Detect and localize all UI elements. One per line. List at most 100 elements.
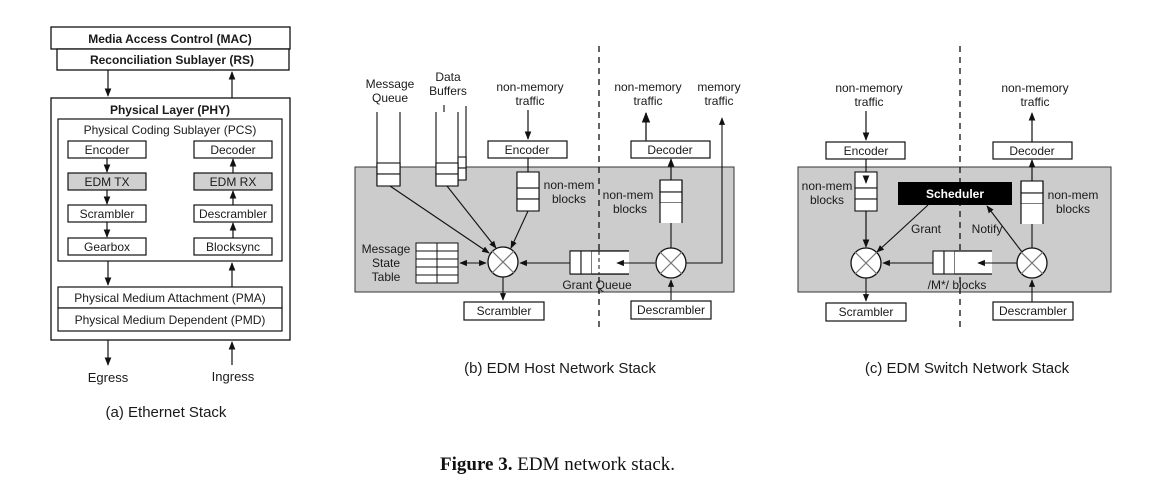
state-table-cell — [436, 266, 459, 276]
descrambler-box — [630, 300, 712, 320]
rx-mem-traffic-label-2: traffic — [704, 94, 733, 108]
state-table-cell — [436, 242, 459, 252]
grant-queue — [569, 250, 629, 275]
state-table-cell — [436, 250, 459, 260]
scrambler-box — [825, 302, 907, 322]
state-table-cell — [415, 274, 438, 284]
tx-multiplexer — [487, 246, 519, 278]
encoder-label: Encoder — [85, 143, 130, 157]
data-buffers-label-2: Buffers — [429, 84, 467, 98]
state-table-cell — [415, 266, 438, 276]
figure-caption-text: EDM network stack. — [512, 454, 675, 475]
rx-mem-traffic-label-1: memory — [697, 80, 740, 94]
rx-traffic-label-1: non-memory — [1001, 81, 1068, 95]
panel-c-caption: (c) EDM Switch Network Stack — [865, 360, 1070, 377]
tx-traffic-label-1: non-memory — [835, 81, 902, 95]
encoder-label: Encoder — [844, 144, 889, 158]
message-queue — [376, 112, 401, 187]
state-table-label-2: State — [372, 256, 400, 270]
panel-c-switch-stack: non-memory traffic Encoder non-mem block… — [797, 46, 1112, 377]
notify-label: Notify — [972, 222, 1003, 236]
panel-b-caption: (b) EDM Host Network Stack — [464, 360, 656, 377]
tx-traffic-label-2: traffic — [854, 95, 883, 109]
phy-label: Physical Layer (PHY) — [110, 103, 230, 117]
panel-a-caption: (a) Ethernet Stack — [106, 404, 227, 421]
descrambler-label: Descrambler — [999, 304, 1067, 318]
tx-blocks-label-2: blocks — [810, 193, 844, 207]
decoder-box — [630, 140, 711, 159]
tx-nonmem-blocks — [516, 171, 540, 212]
rx-traffic-label-2: traffic — [1020, 95, 1049, 109]
rx-blocks-label-1: non-mem — [1048, 188, 1099, 202]
decoder-box — [193, 140, 273, 159]
buffers-to-mux-arrow — [446, 185, 497, 249]
decoder-label: Decoder — [210, 143, 255, 157]
rx-blocks-label-2: blocks — [1056, 202, 1090, 216]
rx-nonmem-blocks — [1020, 180, 1044, 224]
memory-traffic-arrow — [686, 117, 726, 264]
rs-label: Reconciliation Sublayer (RS) — [90, 53, 254, 67]
tx-traffic-label-1: non-memory — [496, 80, 563, 94]
state-table-cell — [436, 274, 459, 284]
state-table-label-3: Table — [372, 270, 401, 284]
rx-demultiplexer — [1016, 247, 1048, 279]
edm-rx-box — [193, 172, 273, 191]
blocks-to-mux-arrow — [510, 210, 529, 249]
gearbox-label: Gearbox — [84, 240, 130, 254]
descrambler-box — [992, 301, 1074, 321]
encoder-label: Encoder — [505, 143, 550, 157]
pmd-box — [57, 307, 283, 332]
grant-arrow — [876, 204, 929, 253]
gearbox-box — [67, 237, 147, 256]
m-blocks-queue — [932, 250, 992, 275]
rx-nonmem-traffic-label-1: non-memory — [614, 80, 681, 94]
rx-nonmem-blocks — [659, 179, 683, 223]
state-table-label-1: Message — [362, 242, 411, 256]
panel-b-host-stack: Message Queue Data Buffers non-memory tr… — [354, 46, 741, 377]
data-buffers — [435, 105, 467, 187]
message-queue-label-2: Queue — [372, 91, 408, 105]
state-table-cell — [436, 258, 459, 268]
panel-a-ethernet-stack: Media Access Control (MAC) Reconciliatio… — [50, 26, 291, 421]
state-table-cell — [415, 258, 438, 268]
queue-to-mux-arrow — [389, 185, 490, 254]
figure-caption-label: Figure 3. — [440, 454, 512, 475]
rs-box — [56, 48, 290, 71]
scheduler-box — [898, 182, 1012, 205]
scheduler-label: Scheduler — [926, 187, 984, 201]
rx-demultiplexer — [655, 247, 687, 279]
egress-label: Egress — [88, 370, 129, 385]
rx-blocks-label-1: non-mem — [603, 188, 654, 202]
rx-nonmem-traffic-label-2: traffic — [633, 94, 662, 108]
descrambler-label: Descrambler — [637, 303, 705, 317]
decoder-label: Decoder — [647, 143, 692, 157]
blocksync-box — [193, 237, 273, 256]
scrambler-label: Scrambler — [477, 304, 532, 318]
grant-label: Grant — [911, 222, 942, 236]
pmd-label: Physical Medium Dependent (PMD) — [75, 313, 266, 327]
message-queue-label-1: Message — [366, 77, 415, 91]
decoder-label: Decoder — [1009, 144, 1054, 158]
tx-blocks-label-1: non-mem — [802, 179, 853, 193]
descrambler-box — [193, 204, 273, 223]
data-buffers-label-1: Data — [435, 70, 461, 84]
grant-queue-label: Grant Queue — [562, 278, 632, 292]
tx-blocks-label-2: blocks — [552, 192, 586, 206]
tx-multiplexer — [850, 247, 882, 279]
rx-blocks-label-2: blocks — [613, 202, 647, 216]
blocksync-label: Blocksync — [206, 240, 260, 254]
scrambler-box — [463, 301, 545, 321]
m-blocks-label: /M*/ blocks — [928, 278, 987, 292]
scrambler-label: Scrambler — [80, 207, 135, 221]
figure-caption: Figure 3. EDM network stack. — [440, 454, 675, 475]
state-table-cell — [415, 250, 438, 260]
scrambler-label: Scrambler — [839, 305, 894, 319]
pcs-label: Physical Coding Sublayer (PCS) — [84, 123, 257, 137]
pma-label: Physical Medium Attachment (PMA) — [74, 291, 265, 305]
message-state-table — [415, 242, 459, 284]
edm-tx-label: EDM TX — [84, 175, 129, 189]
mac-label: Media Access Control (MAC) — [88, 32, 252, 46]
